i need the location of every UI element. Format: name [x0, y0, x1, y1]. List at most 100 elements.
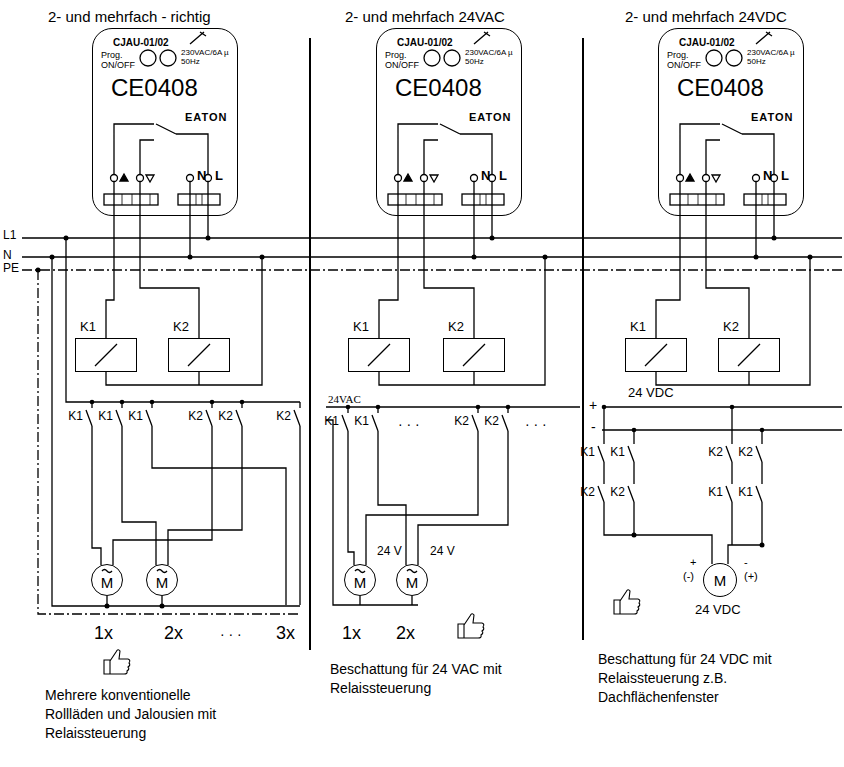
coil-common: [106, 257, 262, 385]
wire-label: K1: [738, 486, 753, 500]
middle-wiring: [326, 407, 580, 605]
wire-label: · · ·: [525, 416, 547, 432]
right-wiring: [602, 407, 842, 564]
node-label: K2: [448, 320, 464, 334]
relay-coil: K2: [718, 338, 780, 372]
relay-contact: [760, 428, 765, 433]
node-label: K1: [80, 320, 96, 334]
mains-bus: [22, 269, 842, 270]
relay-contact: [756, 430, 762, 462]
node-label: N: [197, 169, 206, 183]
node-label: K2: [723, 320, 739, 334]
junction-dots: [472, 255, 477, 260]
wire-label: K2: [484, 415, 499, 429]
relay-contact: [294, 402, 300, 426]
relay-contact: [756, 462, 762, 502]
wire-label: · · ·: [398, 416, 420, 432]
panel-heading: 2- und mehrfach - richtig: [48, 8, 211, 25]
relay-contact: [628, 430, 634, 462]
node-label: CE0408: [111, 75, 198, 101]
junction-dots: [754, 255, 759, 260]
wire-label: (-): [683, 570, 694, 583]
node-label: Prog. ON/OFF: [667, 51, 705, 71]
coil-common: [379, 257, 545, 385]
actuator-device: CJAU-01/02Prog. ON/OFF230VAC/6A µ 50HzCE…: [658, 28, 804, 216]
motor-tilde: [102, 570, 417, 573]
node-label: EATON: [469, 111, 512, 123]
panel-divider: [310, 38, 583, 650]
middle-wiring: [326, 420, 418, 605]
node-label: L: [215, 169, 223, 183]
junction-dots: [808, 255, 813, 260]
relay-contact: [726, 407, 732, 462]
control-wire: [140, 216, 199, 338]
relay-contact: [206, 402, 212, 426]
node-label: M: [92, 575, 122, 592]
junction-dots: [760, 543, 765, 548]
relay-contact: [598, 407, 604, 462]
junction-dots: [36, 268, 41, 273]
wire-label: · · ·: [220, 626, 242, 642]
relay-contact: [120, 400, 125, 405]
relay-contact: [372, 407, 378, 431]
junction-dots: [490, 236, 495, 241]
junction-dots: [772, 236, 777, 241]
wire-label: 24 VDC: [695, 603, 741, 618]
relay-contact: [236, 402, 242, 426]
relay-contact: [730, 405, 735, 410]
wire-label: K2: [610, 486, 625, 500]
control-wire: [379, 216, 398, 338]
junction-dots: [64, 236, 69, 241]
wire-label: N: [3, 249, 12, 263]
device-supply: [190, 216, 774, 257]
wire-label: +: [690, 556, 696, 569]
left-wiring: [38, 238, 300, 614]
device-graphics: [104, 32, 786, 216]
relay-contact: [602, 405, 607, 410]
wire-label: K1: [354, 415, 369, 429]
relay-contact: [240, 400, 245, 405]
left-wiring: [38, 270, 300, 614]
relay-contact: [472, 407, 478, 431]
wire-label: +: [589, 397, 597, 413]
mains-bus: [22, 238, 842, 270]
motor-symbol: M: [703, 563, 737, 597]
control-wire: [424, 216, 474, 338]
node-label: K1: [353, 320, 369, 334]
motor-tilde: [102, 570, 417, 573]
node-label: CJAU-01/02: [679, 37, 735, 48]
relay-contact: [90, 400, 95, 405]
relay-coil: K1: [625, 338, 687, 372]
motor-symbol: M: [396, 564, 428, 596]
node-label: N: [763, 169, 772, 183]
wire-label: K1: [610, 446, 625, 460]
junction-dots: [36, 236, 813, 609]
coil-common: [95, 257, 810, 385]
relay-contact: [210, 400, 215, 405]
node-label: N: [481, 169, 490, 183]
panel-heading: 2- und mehrfach 24VAC: [345, 8, 505, 25]
node-label: M: [345, 575, 375, 592]
junction-dots: [206, 236, 211, 241]
node-label: K1: [630, 320, 646, 334]
wire-label: K1: [98, 410, 113, 424]
motor-symbol: M: [91, 564, 123, 596]
node-label: EATON: [751, 111, 794, 123]
relay-contact: [506, 405, 511, 410]
wire-label: K2: [276, 410, 291, 424]
junction-dots: [160, 604, 165, 609]
relay-contact: [628, 462, 634, 502]
node-label: 230VAC/6A µ 50Hz: [747, 49, 797, 67]
actuator-device: CJAU-01/02Prog. ON/OFF230VAC/6A µ 50HzCE…: [92, 28, 238, 216]
node-label: CE0408: [395, 75, 482, 101]
middle-wiring: [348, 431, 508, 565]
caption-text: Mehrere konventionelle Rollläden und Jal…: [45, 686, 250, 743]
node-label: CJAU-01/02: [397, 37, 453, 48]
node-label: K2: [173, 320, 189, 334]
relay-contact: [376, 405, 381, 410]
node-label: Prog. ON/OFF: [385, 51, 423, 71]
node-label: L: [499, 169, 507, 183]
relay-contact: [476, 405, 481, 410]
caption-text: Beschattung für 24 VDC mit Relaissteueru…: [598, 650, 810, 707]
relay-coil: K2: [443, 338, 505, 372]
